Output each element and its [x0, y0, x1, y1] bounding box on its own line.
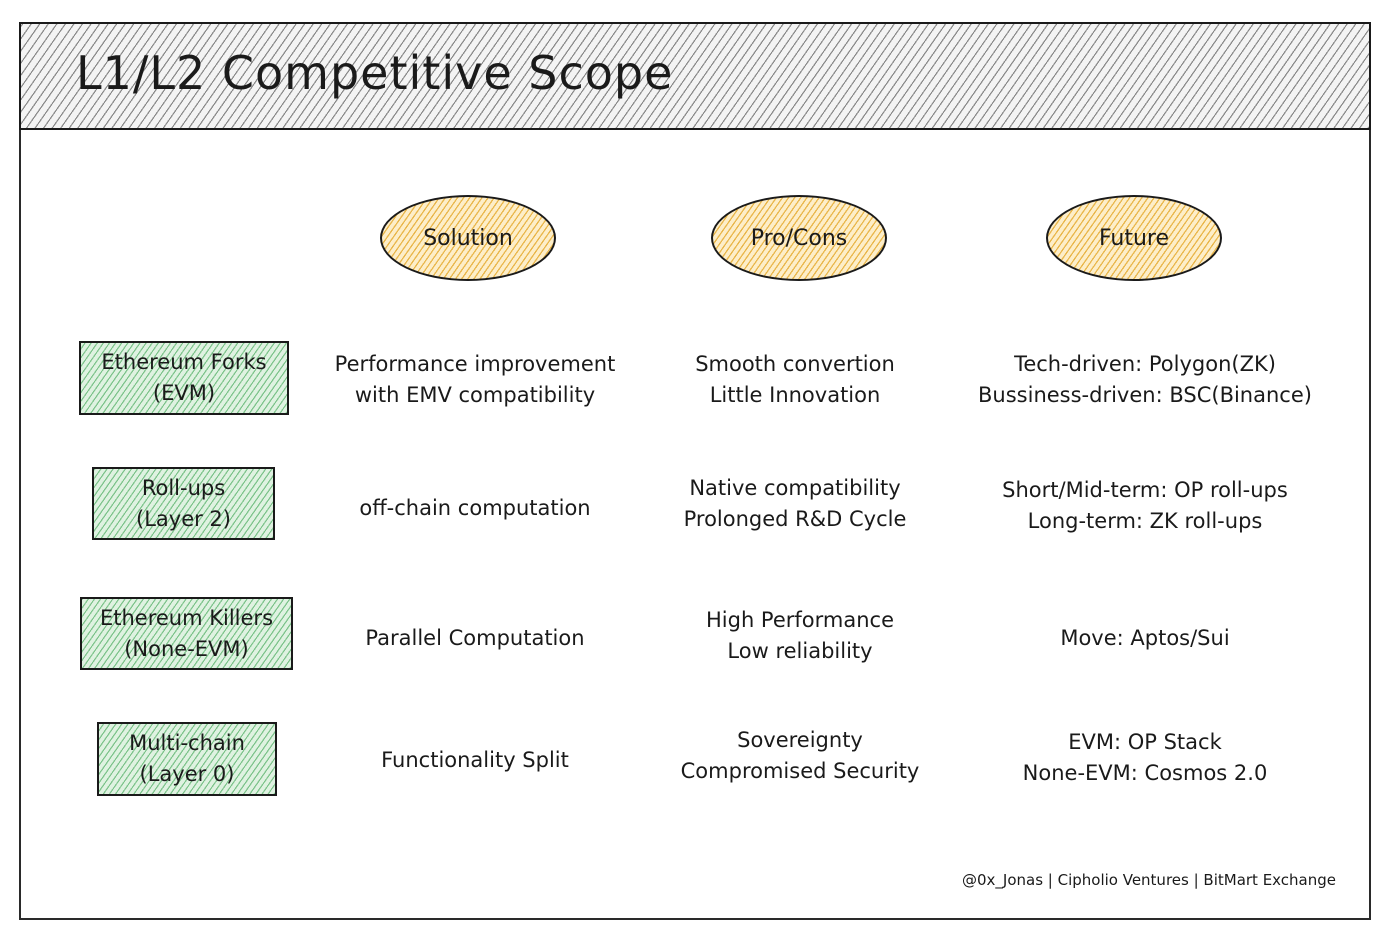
- row-label-line: Multi-chain: [129, 731, 245, 755]
- page-title: L1/L2 Competitive Scope: [76, 46, 674, 100]
- row-label-line: Roll-ups: [141, 475, 226, 500]
- cell-line: Performance improvement: [334, 352, 616, 376]
- cell-line: High Performance: [705, 608, 894, 632]
- row-label-line: Ethereum Forks: [101, 350, 267, 374]
- cell-line: Low reliability: [727, 639, 873, 663]
- cell-line: Prolonged R&D Cycle: [683, 507, 907, 531]
- credit-line: @0x_Jonas | Cipholio Ventures | BitMart …: [961, 871, 1336, 889]
- cell-line: Little Innovation: [709, 383, 881, 407]
- cell-solution-multi-chain: Functionality Split: [310, 720, 640, 800]
- header-solution: Solution: [380, 195, 556, 281]
- header-future: Future: [1046, 195, 1222, 281]
- cell-line: Long-term: ZK roll-ups: [1027, 509, 1263, 533]
- cell-procons-ethereum-forks: Smooth convertion Little Innovation: [660, 340, 930, 420]
- cell-future-roll-ups: Short/Mid-term: OP roll-ups Long-term: Z…: [950, 466, 1340, 546]
- cell-solution-roll-ups: off-chain computation: [310, 468, 640, 548]
- cell-line: Native compatibility: [689, 476, 901, 500]
- header-procons: Pro/Cons: [711, 195, 887, 281]
- cell-future-ethereum-forks: Tech-driven: Polygon(ZK) Bussiness-drive…: [950, 340, 1340, 420]
- cell-procons-ethereum-killers: High Performance Low reliability: [660, 596, 940, 676]
- cell-future-ethereum-killers: Move: Aptos/Sui: [950, 598, 1340, 678]
- cell-line: Short/Mid-term: OP roll-ups: [1002, 478, 1288, 502]
- row-label-line: Ethereum Killers: [99, 605, 274, 630]
- header-procons-label: Pro/Cons: [750, 225, 848, 251]
- cell-line: Parallel Computation: [365, 625, 585, 650]
- cell-line: off-chain computation: [359, 495, 591, 520]
- row-label-line: (Layer 0): [139, 762, 235, 786]
- cell-solution-ethereum-killers: Parallel Computation: [310, 598, 640, 678]
- row-label-ethereum-forks: Ethereum Forks (EVM): [79, 341, 289, 415]
- cell-future-multi-chain: EVM: OP Stack None-EVM: Cosmos 2.0: [950, 718, 1340, 798]
- row-label-line: (EVM): [152, 381, 216, 405]
- cell-line: with EMV compatibility: [354, 383, 596, 407]
- title-bar: [19, 22, 1371, 130]
- cell-line: Sovereignty: [737, 728, 863, 752]
- cell-line: Functionality Split: [381, 747, 569, 772]
- row-label-line: (Layer 2): [136, 506, 231, 531]
- row-label-line: (None-EVM): [124, 636, 249, 661]
- row-label-ethereum-killers: Ethereum Killers (None-EVM): [80, 597, 293, 670]
- row-label-roll-ups: Roll-ups (Layer 2): [92, 467, 275, 540]
- cell-line: Tech-driven: Polygon(ZK): [1014, 352, 1276, 376]
- cell-line: EVM: OP Stack: [1068, 730, 1222, 754]
- cell-line: Smooth convertion: [695, 352, 895, 376]
- cell-procons-multi-chain: Sovereignty Compromised Security: [660, 716, 940, 796]
- header-future-label: Future: [1098, 225, 1170, 251]
- cell-solution-ethereum-forks: Performance improvement with EMV compati…: [310, 340, 640, 420]
- cell-procons-roll-ups: Native compatibility Prolonged R&D Cycle: [660, 464, 930, 544]
- cell-line: Compromised Security: [680, 759, 920, 783]
- cell-line: None-EVM: Cosmos 2.0: [1022, 761, 1268, 785]
- cell-line: Move: Aptos/Sui: [1060, 625, 1230, 650]
- row-label-multi-chain: Multi-chain (Layer 0): [97, 722, 277, 796]
- header-solution-label: Solution: [423, 225, 513, 251]
- cell-line: Bussiness-driven: BSC(Binance): [978, 383, 1312, 407]
